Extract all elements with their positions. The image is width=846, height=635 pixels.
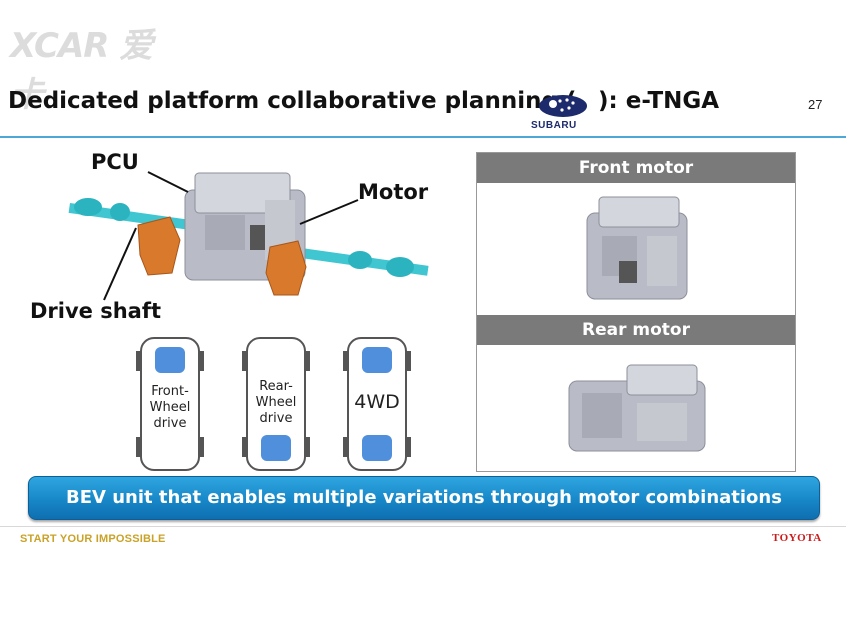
callout-lines [103, 171, 359, 301]
layout-front-wheel-drive: Front- Wheel drive [136, 337, 204, 471]
subaru-logo-word: SUBARU [531, 120, 577, 131]
header-rule [0, 136, 846, 138]
slide-title-suffix: ): e-TNGA [598, 88, 720, 114]
motor-variants-panel: Front motor Rear motor [476, 152, 796, 472]
label-motor: Motor [358, 180, 429, 204]
bev-unit-illustration [68, 172, 429, 296]
layout-label: Front- Wheel drive [149, 384, 191, 431]
summary-banner: BEV unit that enables multiple variation… [28, 476, 820, 520]
toyota-logo: TOYOTA [772, 532, 822, 544]
label-drive-shaft: Drive shaft [30, 299, 162, 323]
motor-slot-front [155, 347, 185, 373]
subaru-logo-icon [539, 95, 587, 117]
rear-motor-image [568, 364, 706, 452]
footer-tagline: START YOUR IMPOSSIBLE [20, 533, 166, 545]
layout-label: 4WD [354, 391, 400, 413]
page-number: 27 [808, 97, 823, 112]
motor-slot-rear [362, 435, 392, 461]
slide-title: Dedicated platform collaborative plannin… [8, 88, 577, 114]
watermark-logo: XCAR 爱卡 [10, 26, 153, 115]
motor-slot-rear [261, 435, 291, 461]
motor-slot-front [362, 347, 392, 373]
front-motor-header: Front motor [477, 153, 795, 183]
layout-4wd: 4WD [343, 337, 411, 471]
rear-motor-header: Rear motor [477, 315, 795, 345]
layout-rear-wheel-drive: Rear- Wheel drive [242, 337, 310, 471]
front-motor-image [586, 196, 688, 300]
label-pcu: PCU [91, 150, 139, 174]
layout-label: Rear- Wheel drive [255, 379, 297, 426]
footer-rule [0, 526, 846, 527]
